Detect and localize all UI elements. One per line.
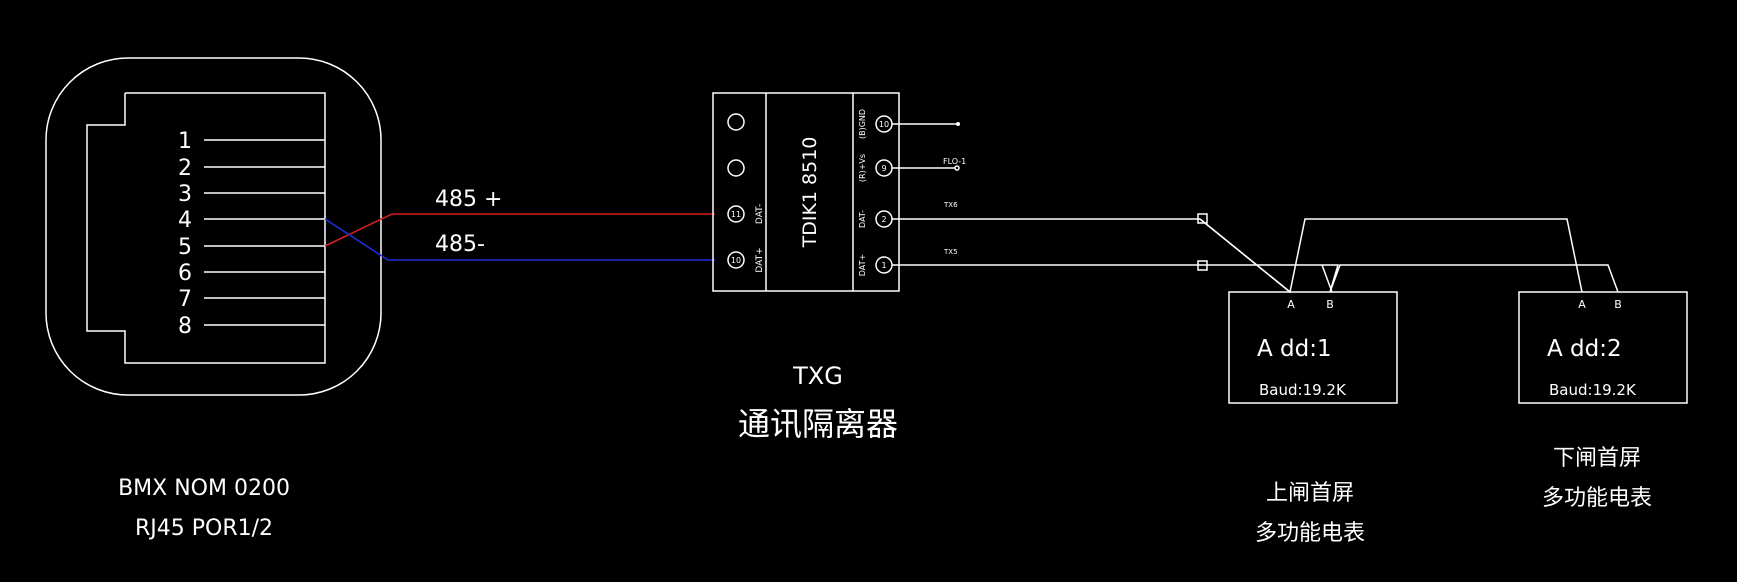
rj45-caption-port: RJ45 POR1/2 bbox=[135, 516, 273, 541]
wire-485-minus bbox=[324, 218, 715, 261]
pin-number: 7 bbox=[178, 287, 192, 312]
rj45-outline bbox=[45, 57, 382, 396]
bus-line-b-continuation bbox=[1322, 264, 1619, 293]
pin-number: 4 bbox=[178, 208, 192, 233]
meter-1-box bbox=[1228, 291, 1398, 404]
isolator-model: TDIK1 8510 bbox=[799, 137, 821, 249]
meter-terminal-label: A bbox=[1287, 298, 1295, 311]
terminal-label: (R)+Vs bbox=[858, 154, 867, 182]
terminal-number: 9 bbox=[881, 164, 886, 173]
terminal-label: DAT- bbox=[755, 204, 765, 224]
terminal-label: (B)GND bbox=[858, 109, 867, 139]
meter-1-address: A dd:1 bbox=[1257, 336, 1332, 362]
pin-number: 3 bbox=[178, 182, 192, 207]
rj45-connector: 1 2 3 4 5 6 7 8 BMX NOM 0200 RJ45 POR1/2 bbox=[45, 57, 382, 541]
signal-label: FLO-1 bbox=[943, 157, 966, 166]
meter-2: A B A dd:2 Baud:19.2K 下闸首屏 多功能电表 bbox=[1518, 291, 1688, 511]
pin-number: 5 bbox=[178, 235, 192, 260]
meter-2-caption-location: 下闸首屏 bbox=[1553, 446, 1641, 471]
terminal-10-left bbox=[727, 251, 745, 269]
mounting-hole bbox=[727, 159, 745, 177]
meter-2-caption-type: 多功能电表 bbox=[1542, 486, 1652, 511]
pin-number: 6 bbox=[178, 261, 192, 286]
pin-number: 8 bbox=[178, 314, 192, 339]
terminal-11 bbox=[727, 205, 745, 223]
pin-number: 1 bbox=[178, 129, 192, 154]
mounting-hole bbox=[727, 113, 745, 131]
bus-line-a-continuation bbox=[1199, 218, 1583, 294]
rs485-wires: 485 + 485- bbox=[324, 187, 715, 261]
meter-1-baud: Baud:19.2K bbox=[1259, 381, 1347, 399]
pin-number: 2 bbox=[178, 156, 192, 181]
rj45-pin-lines bbox=[204, 139, 325, 326]
meter-1-caption-location: 上闸首屏 bbox=[1266, 481, 1354, 506]
signal-label: TX6 bbox=[943, 201, 958, 209]
terminal-number: 2 bbox=[881, 215, 886, 224]
isolator-caption-name: 通讯隔离器 bbox=[738, 405, 898, 443]
inline-terminal bbox=[1197, 213, 1208, 224]
signal-label: TX5 bbox=[943, 248, 958, 256]
meter-terminal-label: B bbox=[1326, 298, 1334, 311]
terminal-label: DAT+ bbox=[755, 247, 765, 272]
meter-1: A B A dd:1 Baud:19.2K 上闸首屏 多功能电表 bbox=[1228, 291, 1398, 546]
isolator-module: 11 10 DAT- DAT+ TDIK1 8510 10 9 2 1 (B)G… bbox=[712, 92, 900, 443]
terminal-label: DAT+ bbox=[858, 254, 867, 276]
junction-dot bbox=[954, 165, 960, 171]
meter-terminal-label: A bbox=[1578, 298, 1586, 311]
terminal-number: 11 bbox=[731, 210, 741, 219]
wire-485-plus-label: 485 + bbox=[435, 187, 502, 212]
terminal-label: DAT- bbox=[858, 210, 867, 228]
junction-dot bbox=[956, 122, 960, 126]
meter-2-baud: Baud:19.2K bbox=[1549, 381, 1637, 399]
terminal-number: 1 bbox=[881, 261, 886, 270]
rj45-socket bbox=[86, 92, 326, 364]
meter-terminal-label: B bbox=[1614, 298, 1622, 311]
inline-terminal bbox=[1197, 260, 1208, 271]
wire-485-minus-label: 485- bbox=[435, 232, 485, 257]
bus-line-b bbox=[892, 264, 1333, 293]
wire-485-plus bbox=[324, 213, 715, 247]
isolator-caption-code: TXG bbox=[792, 362, 843, 390]
rj45-caption-model: BMX NOM 0200 bbox=[118, 476, 290, 501]
meter-2-address: A dd:2 bbox=[1547, 336, 1622, 362]
terminal-number: 10 bbox=[879, 120, 889, 129]
meter-1-caption-type: 多功能电表 bbox=[1255, 521, 1365, 546]
isolator-output-wires: FLO-1 TX6 TX5 bbox=[892, 122, 1619, 294]
terminal-number: 10 bbox=[731, 256, 741, 265]
isolator-outline bbox=[712, 92, 900, 292]
rj45-pin-numbers: 1 2 3 4 5 6 7 8 bbox=[178, 129, 192, 339]
meter-2-box bbox=[1518, 291, 1688, 404]
